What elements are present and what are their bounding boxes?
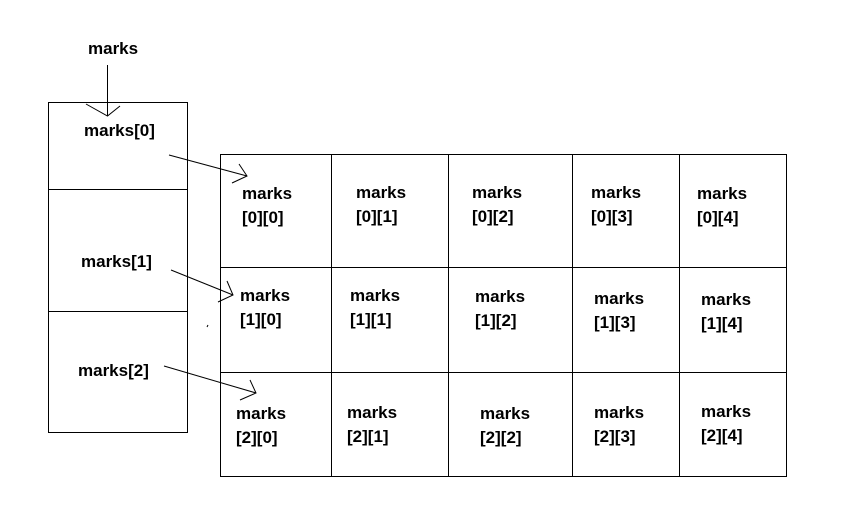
row-arrow-2-head [239, 379, 257, 401]
grid-cell-0-1: marks [0][1] [356, 181, 406, 229]
pointer-label: marks [88, 39, 139, 58]
grid-cell-2-4: marks [2][4] [701, 400, 751, 448]
pointer-arrow-head [85, 103, 121, 117]
cell-line-1: marks [240, 286, 291, 305]
cell-line-1: marks [350, 286, 401, 305]
cell-line-2: [0][4] [697, 208, 739, 227]
row-arrow-2-line [163, 365, 257, 394]
row-arrow-1-line [170, 269, 234, 296]
cell-line-2: [1][1] [350, 310, 392, 329]
cell-line-2: [1][3] [594, 313, 636, 332]
cell-line-1: marks [472, 183, 523, 202]
row-arrow-0-line [168, 154, 248, 177]
cell-line-2: [0][1] [356, 207, 398, 226]
grid-cell-1-0: marks [1][0] [240, 284, 290, 332]
cell-line-1: marks [480, 404, 531, 423]
cell-line-1: marks [242, 184, 293, 203]
grid-cell-2-0: marks [2][0] [236, 402, 286, 450]
cell-line-2: [1][4] [701, 314, 743, 333]
pointer-array-box [48, 102, 188, 433]
grid-cell-2-3: marks [2][3] [594, 401, 644, 449]
grid-cell-0-3: marks [0][3] [591, 181, 641, 229]
cell-line-2: [1][0] [240, 310, 282, 329]
grid-box [220, 154, 787, 477]
cell-line-1: marks [591, 183, 642, 202]
cell-line-1: marks [697, 184, 748, 203]
cell-line-2: [0][3] [591, 207, 633, 226]
cell-line-1: marks [236, 404, 287, 423]
grid-cell-2-2: marks [2][2] [480, 402, 530, 450]
grid-cell-1-1: marks [1][1] [350, 284, 400, 332]
cell-line-2: [2][2] [480, 428, 522, 447]
grid-cell-1-3: marks [1][3] [594, 287, 644, 335]
cell-line-2: [2][3] [594, 427, 636, 446]
cell-line-1: marks [701, 290, 752, 309]
cell-line-1: marks [701, 402, 752, 421]
cell-line-2: [1][2] [475, 311, 517, 330]
row-arrow-1-head [217, 280, 234, 303]
cell-line-1: marks [475, 287, 526, 306]
cell-line-2: [0][0] [242, 208, 284, 227]
grid-cell-0-0: marks [0][0] [242, 182, 292, 230]
cell-line-2: [2][1] [347, 427, 389, 446]
grid-cell-0-2: marks [0][2] [472, 181, 522, 229]
grid-cell-1-4: marks [1][4] [701, 288, 751, 336]
grid-cell-0-4: marks [0][4] [697, 182, 747, 230]
stray-dot [206, 324, 209, 328]
cell-line-1: marks [347, 403, 398, 422]
cell-line-1: marks [594, 403, 645, 422]
row-pointer-0: marks[0] [84, 121, 155, 140]
grid-cell-2-1: marks [2][1] [347, 401, 397, 449]
row-arrow-0-head [231, 163, 248, 184]
grid-cell-1-2: marks [1][2] [475, 285, 525, 333]
cell-line-1: marks [594, 289, 645, 308]
cell-line-2: [2][4] [701, 426, 743, 445]
cell-line-2: [0][2] [472, 207, 514, 226]
cell-line-1: marks [356, 183, 407, 202]
row-pointer-2: marks[2] [78, 361, 149, 380]
cell-line-2: [2][0] [236, 428, 278, 447]
row-pointer-1: marks[1] [81, 252, 152, 271]
